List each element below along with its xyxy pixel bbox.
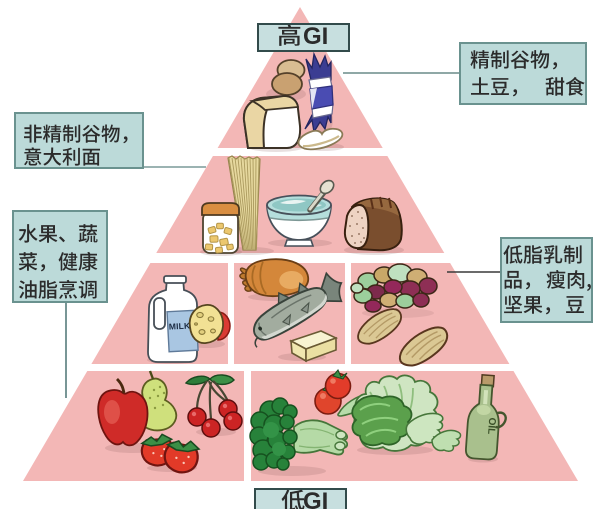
svg-text:MILK: MILK (169, 321, 192, 332)
svg-text:GI: GI (303, 23, 328, 50)
svg-text:GI: GI (303, 488, 328, 509)
svg-text:OIL: OIL (485, 417, 497, 434)
